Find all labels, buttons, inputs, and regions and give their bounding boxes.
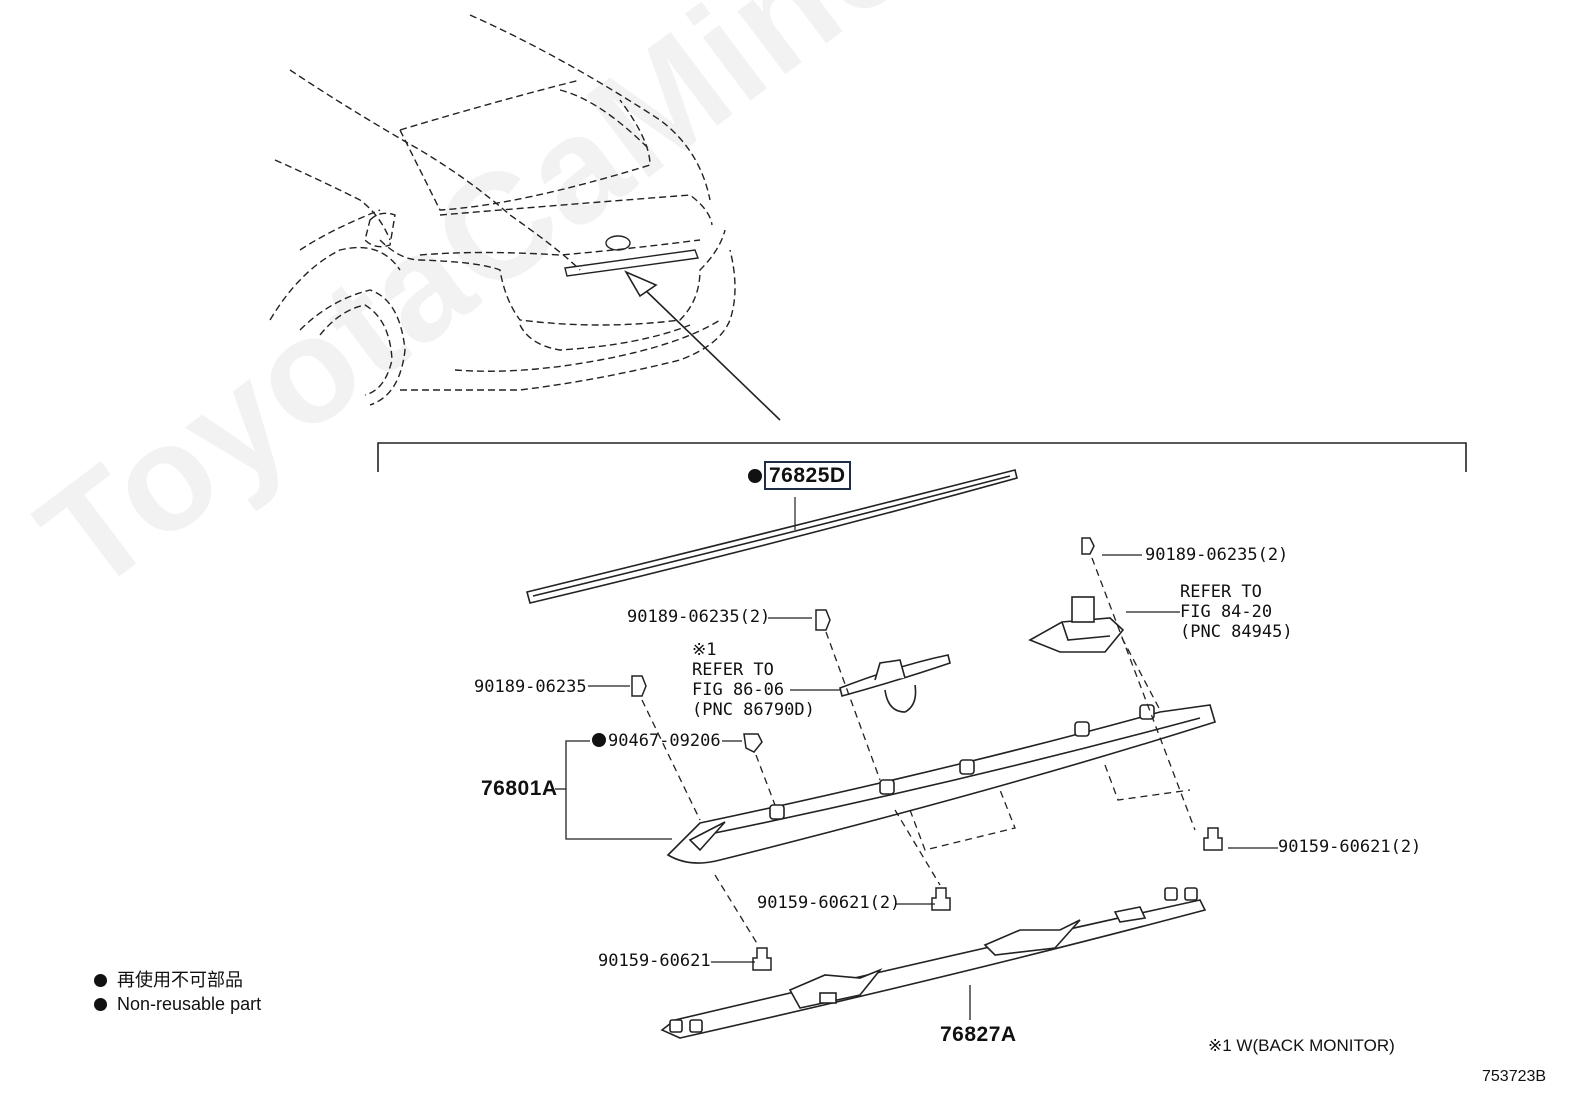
ref-line: (PNC 84945)	[1180, 622, 1293, 642]
part-90159-60621-mid: 90159-60621(2)	[757, 893, 901, 913]
fasteners	[631, 537, 1223, 971]
part-90189-06235-left: 90189-06235	[474, 677, 587, 697]
part-number-boxed: 76825D	[764, 461, 851, 490]
lamp-switch	[1028, 596, 1125, 653]
back-monitor-camera	[839, 654, 951, 713]
legend-text-en: Non-reusable part	[117, 994, 262, 1014]
non-reusable-marker	[94, 974, 107, 987]
legend: 再使用不可部品 Non-reusable part	[94, 968, 261, 1016]
ref-line: FIG 84-20	[1180, 602, 1273, 622]
garnish-76801A	[666, 704, 1216, 864]
leader-lines	[555, 554, 1278, 1020]
part-76801A: 76801A	[481, 777, 558, 800]
garnish-location	[564, 235, 699, 277]
part-90189-06235-mid: 90189-06235(2)	[627, 607, 771, 627]
footnote: ※1 W(BACK MONITOR)	[1208, 1036, 1395, 1055]
part-number: 90467-09206	[608, 731, 721, 751]
non-reusable-marker	[748, 469, 762, 483]
part-76827A: 76827A	[940, 1023, 1017, 1046]
part-90467-09206: 90467-09206	[592, 731, 721, 751]
ref-line: (PNC 86790D)	[692, 700, 815, 720]
ref-fig-86-06: ※1 REFER TO FIG 86-06 (PNC 86790D)	[692, 640, 815, 720]
legend-text-jp: 再使用不可部品	[117, 970, 243, 990]
ref-line: REFER TO	[692, 660, 774, 680]
group-bracket	[377, 442, 1467, 472]
garnish-molding-76825D	[526, 469, 1018, 604]
non-reusable-marker	[94, 998, 107, 1011]
ref-line: FIG 86-06	[692, 680, 785, 700]
legend-row-en: Non-reusable part	[94, 992, 261, 1016]
assembly-dashes	[641, 557, 1196, 946]
legend-row-jp: 再使用不可部品	[94, 968, 261, 992]
part-90159-60621-right: 90159-60621(2)	[1278, 837, 1422, 857]
ref-line: ※1	[692, 640, 717, 660]
part-76825D: 76825D	[748, 461, 851, 490]
non-reusable-marker	[592, 733, 606, 747]
part-90159-60621-left: 90159-60621	[598, 951, 711, 971]
cover-76827A	[660, 887, 1207, 1039]
location-arrow	[624, 270, 781, 421]
ref-fig-84-20: REFER TO FIG 84-20 (PNC 84945)	[1180, 582, 1293, 642]
figure-id: 753723B	[1482, 1068, 1547, 1085]
vehicle-outline	[269, 14, 736, 406]
ref-line: REFER TO	[1180, 582, 1262, 602]
part-90189-06235-top: 90189-06235(2)	[1145, 545, 1289, 565]
